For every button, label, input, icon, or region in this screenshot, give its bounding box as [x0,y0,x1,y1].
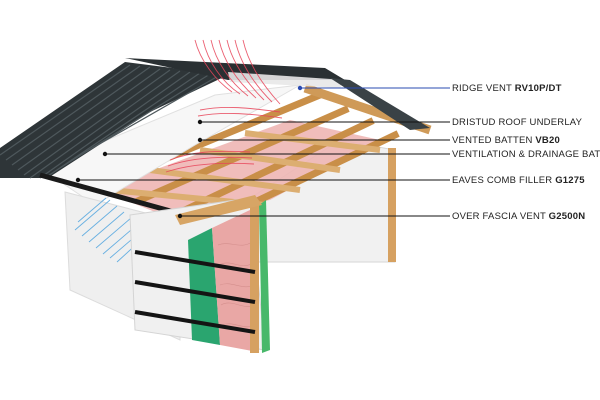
ridge-cap [125,58,345,80]
top-plate [175,195,262,225]
label-vented-batten: VENTED BATTEN VB20 [452,135,560,146]
label-ridge-vent-code: RV10P/DT [514,83,562,94]
label-fascia-vent-code: G2500N [548,211,586,222]
wall-membrane [188,228,220,345]
label-drainage-batt: VENTILATION & DRAINAGE BATT [452,149,600,160]
roof-corrugations [0,64,221,179]
label-fascia-vent: OVER FASCIA VENT G2500N [452,211,585,222]
label-eaves-comb-code: G1275 [555,175,585,186]
wall-battens [134,250,256,334]
back-stud [388,148,396,262]
label-vented-batten-text: VENTED BATTEN [452,135,536,146]
label-eaves-comb-text: EAVES COMB FILLER [452,175,556,186]
leader-dot-underlay [197,119,203,125]
wall-insulation [212,210,258,352]
label-ridge-vent-text: RIDGE VENT [452,83,515,94]
label-roof-underlay: DRISTUD ROOF UNDERLAY [452,117,582,128]
label-roof-underlay-text: DRISTUD ROOF UNDERLAY [452,117,583,128]
label-fascia-vent-text: OVER FASCIA VENT [452,211,549,222]
ridge-vent-strip [228,72,345,88]
membrane-edge [259,200,270,353]
wall-stud [250,205,259,353]
ridge-end [330,78,430,130]
label-ridge-vent: RIDGE VENT RV10P/DT [452,83,562,94]
eaves-fascia [39,172,186,218]
leader-dot-drainage-batt [102,151,108,157]
leader-dot-eaves-comb [75,177,81,183]
label-vented-batten-code: VB20 [535,135,560,146]
roof-sheeting [0,62,228,178]
label-drainage-batt-text: VENTILATION & DRAINAGE BATT [452,149,600,160]
warm-air-flow [165,39,283,173]
leader-dot-fascia-vent [177,213,183,219]
leader-dot-vented-batten [197,137,203,143]
leader-dot-ridge-vent [297,85,303,91]
label-eaves-comb: EAVES COMB FILLER G1275 [452,175,585,186]
